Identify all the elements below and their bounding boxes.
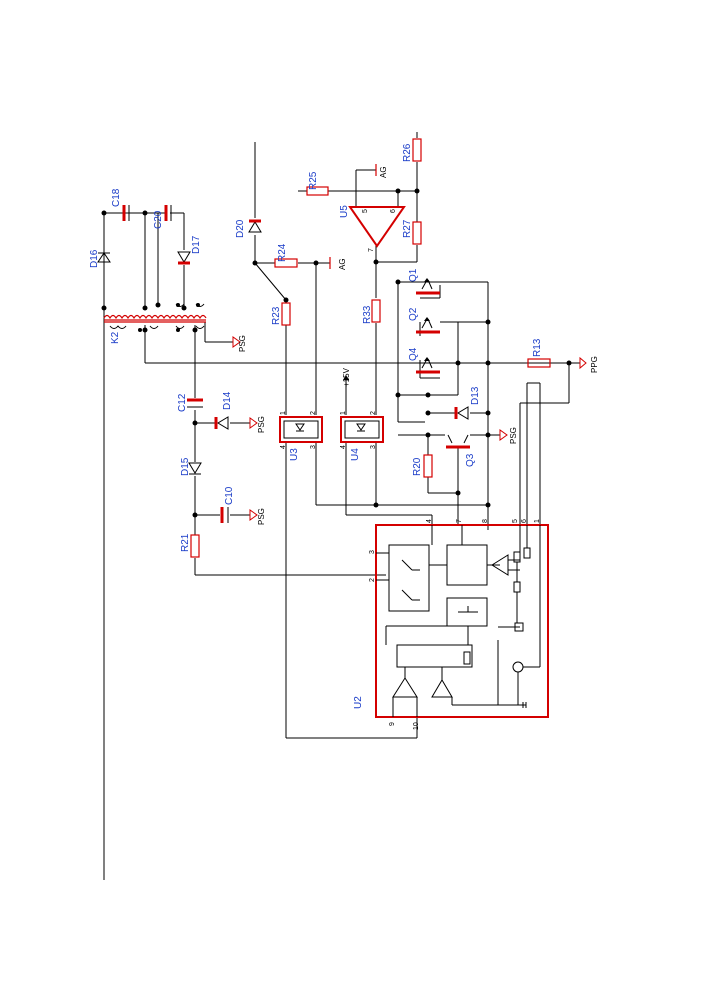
resistor-r26 <box>412 138 422 162</box>
transistor-q4 <box>416 357 440 374</box>
svg-text:5: 5 <box>362 209 369 213</box>
net-psg-1: PSG <box>238 335 247 352</box>
label-r20: R20 <box>412 457 423 476</box>
label-r21: R21 <box>180 533 191 552</box>
svg-text:8: 8 <box>482 519 489 523</box>
label-q1: Q1 <box>408 268 419 282</box>
resistor-r25 <box>306 186 329 196</box>
net-ag-1: AG <box>338 258 347 270</box>
svg-text:2: 2 <box>310 411 317 415</box>
resistor-r13 <box>527 358 551 368</box>
svg-text:7: 7 <box>456 519 463 523</box>
net-psg-4: PSG <box>509 427 518 444</box>
resistor-r21 <box>190 534 200 558</box>
svg-text:10: 10 <box>413 722 420 730</box>
svg-text:1: 1 <box>534 519 541 523</box>
net-labels: PSG PSG PSG PSG AG AG PPG +15V <box>238 166 599 525</box>
label-d13: D13 <box>470 386 481 405</box>
label-c20: C20 <box>153 210 164 229</box>
diode-d17 <box>177 251 191 265</box>
resistor-r20 <box>423 454 433 478</box>
label-r23: R23 <box>271 306 282 325</box>
label-c18: C18 <box>111 188 122 207</box>
capacitor-c10 <box>220 507 229 523</box>
capacitor-c20 <box>164 205 172 221</box>
label-d14: D14 <box>222 391 233 410</box>
pin-numbers: 5 6 7 1 2 3 4 1 2 3 4 1 2 3 4 5 6 7 8 9 … <box>280 209 541 730</box>
label-c10: C10 <box>224 486 235 505</box>
svg-text:4: 4 <box>340 445 347 449</box>
capacitor-c12 <box>187 398 203 408</box>
net-plus15v: +15V <box>342 367 351 387</box>
label-d16: D16 <box>89 249 100 268</box>
label-r26: R26 <box>402 143 413 162</box>
label-c12: C12 <box>177 393 188 412</box>
junction-dots <box>101 188 572 518</box>
svg-text:3: 3 <box>370 445 377 449</box>
component-labels: D16 C18 C20 D17 K2 D20 R24 R23 R25 R26 R… <box>89 143 543 709</box>
label-d20: D20 <box>235 219 246 238</box>
label-r24: R24 <box>277 243 288 262</box>
label-u2: U2 <box>353 696 364 709</box>
transistor-q2 <box>416 317 440 334</box>
net-psg-3: PSG <box>257 508 266 525</box>
plus15v-arrow <box>343 375 349 383</box>
transformer-k2 <box>103 303 207 332</box>
diode-d14 <box>214 416 229 430</box>
svg-text:6: 6 <box>390 209 397 213</box>
svg-text:1: 1 <box>340 411 347 415</box>
ground-symbols <box>232 164 587 708</box>
diode-d13 <box>454 406 469 420</box>
net-ppg: PPG <box>590 356 599 373</box>
svg-text:1: 1 <box>280 411 287 415</box>
label-r33: R33 <box>362 305 373 324</box>
svg-text:9: 9 <box>389 722 396 726</box>
optocoupler-u3 <box>279 416 323 443</box>
optocoupler-u4 <box>340 416 384 443</box>
resistor-r23 <box>281 302 291 326</box>
resistor-r33 <box>371 299 381 323</box>
label-q3: Q3 <box>465 453 476 467</box>
svg-text:2: 2 <box>369 578 376 582</box>
svg-text:5: 5 <box>512 519 519 523</box>
svg-text:4: 4 <box>280 445 287 449</box>
capacitor-c18 <box>122 205 130 221</box>
transistor-q1 <box>416 278 440 295</box>
svg-text:3: 3 <box>310 445 317 449</box>
svg-text:6: 6 <box>521 519 528 523</box>
label-r13: R13 <box>532 338 543 357</box>
label-q2: Q2 <box>408 307 419 321</box>
diode-d15 <box>188 462 202 475</box>
label-r27: R27 <box>402 219 413 238</box>
label-q4: Q4 <box>408 347 419 361</box>
label-d15: D15 <box>180 457 191 476</box>
controller-u2 <box>375 524 549 718</box>
net-ag-2: AG <box>379 166 388 178</box>
diode-d16 <box>97 252 111 300</box>
label-r25: R25 <box>308 171 319 190</box>
resistor-r24 <box>274 258 298 268</box>
resistor-r27 <box>412 221 422 245</box>
transistor-q3 <box>446 434 470 449</box>
label-u5: U5 <box>339 205 350 218</box>
label-u3: U3 <box>289 448 300 461</box>
svg-text:7: 7 <box>368 248 375 252</box>
svg-text:4: 4 <box>426 519 433 523</box>
label-d17: D17 <box>191 235 202 254</box>
diode-d20 <box>248 219 262 233</box>
wiring <box>103 132 580 880</box>
label-u4: U4 <box>350 448 361 461</box>
label-k2: K2 <box>110 331 121 344</box>
svg-text:2: 2 <box>370 411 377 415</box>
svg-text:3: 3 <box>369 550 376 554</box>
opamp-u5 <box>348 206 406 248</box>
net-psg-2: PSG <box>257 416 266 433</box>
